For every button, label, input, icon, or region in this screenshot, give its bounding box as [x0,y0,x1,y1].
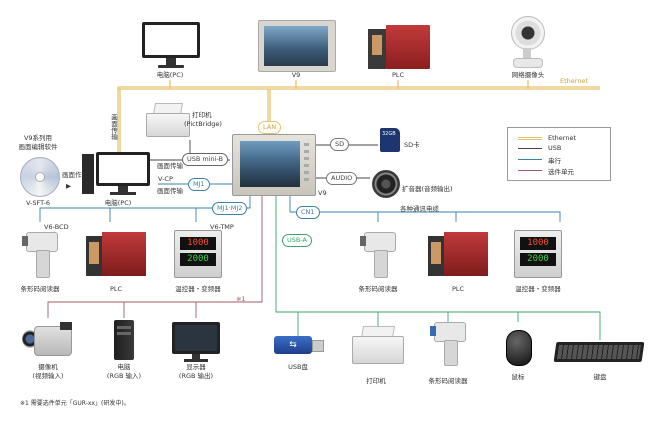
usb-mini-tag: USB mini-B [182,153,229,166]
top-pc-icon [142,22,200,72]
printer-bottom-label: 打印机 [366,377,386,385]
barcode-bottom-label: 条形码阅读器 [428,377,468,385]
keyboard-label: 键盘 [593,373,607,381]
center-v9-icon [232,134,316,196]
sd-label: SD卡 [404,141,420,149]
transfer-label-1: 画面传输 [157,162,183,170]
serial-lines [39,183,561,222]
temp-controller-right-icon: 1000 2000 [514,230,562,278]
top-v9-icon [258,20,336,72]
display-label-1: 显示器 [186,363,206,371]
cd-icon [20,157,60,197]
v6-tmp-label: V6-TMP [210,223,234,231]
option-lines [47,196,263,318]
speaker-label: 扩音器(音频输出) [402,185,453,193]
mj1-tag: MJ1 [188,178,210,191]
temp-left-label: 温控器・变频器 [175,285,221,293]
v6-bcd-label: V6-BCD [44,223,69,231]
usb-a-lines [275,196,601,340]
barcode-scanner-bottom-icon [428,322,468,366]
webcam-icon [505,16,549,68]
usb-a-tag: USB-A [282,234,312,247]
mouse-label: 鼠标 [511,373,525,381]
vertical-transfer-label: 画面传输 [109,114,118,140]
arrow-icon: ▶ [66,182,71,190]
software-title-2: 画面编辑软件 [18,143,58,151]
display-monitor-icon [172,322,220,362]
transfer-label-2: 画面传输 [157,187,183,195]
vcp-label: V-CP [158,175,173,183]
note-mark: ※1 [236,295,246,303]
top-plc-label: PLC [391,71,405,79]
screen-create-label: 画面作成 [62,171,88,179]
top-v9-label: V9 [291,71,301,79]
barcode-left-label: 条形码阅读器 [20,285,60,293]
camcorder-label-2: (视频输入) [32,372,64,380]
printer-top-icon [146,103,190,137]
mj1mj2-tag: MJ1·MJ2 [212,202,248,215]
plc-left-label: PLC [109,285,123,293]
barcode-scanner-right-icon [358,232,398,278]
legend: Ethernet USB 串行 选件单元 [507,127,611,181]
software-name: V-SFT-6 [25,199,51,207]
temp-controller-left-icon: 1000 2000 [174,230,222,278]
center-v9-label: V9 [318,189,327,197]
plc-right-label: PLC [451,285,465,293]
left-pc-label: 电脑(PC) [104,199,132,207]
top-plc-icon [368,25,430,69]
left-pc-icon [82,152,154,198]
printer-top-label-1: 打印机 [192,111,212,119]
temp-right-label: 温控器・变频器 [515,285,561,293]
webcam-label: 网络摄像头 [511,71,545,79]
printer-bottom-icon [352,326,404,364]
printer-top-label-2: (PictBridge) [184,120,222,128]
display-label-2: (RGB 输出) [178,372,214,380]
comms-cable-label: 各种通讯电缆 [400,205,439,213]
keyboard-icon [553,342,645,362]
plc-right-icon [428,232,488,276]
pc-tower-icon [114,320,134,360]
camcorder-label-1: 摄像机 [38,363,58,371]
ethernet-label: Ethernet [560,77,588,85]
cn1-tag: CN1 [296,206,320,219]
sd-tag: SD [330,138,350,151]
speaker-icon [372,170,400,198]
usb-stick-icon: ⇆ [274,336,324,354]
software-title-1: V9系列用 [23,134,53,142]
top-pc-label: 电脑(PC) [156,71,184,79]
audio-tag: AUDIO [326,172,358,185]
pc-tower-label-2: (RGB 输入) [106,372,142,380]
camcorder-icon [22,322,74,358]
barcode-scanner-left-icon [20,232,60,278]
sd-card-icon: 32GB [380,128,400,152]
mouse-icon [506,330,532,366]
footnote: ※1 需要选件单元「GUR-xx」(研发中)。 [20,400,130,407]
usb-stick-label: USB盘 [288,363,308,371]
lan-tag: LAN [258,121,282,134]
barcode-right-label: 条形码阅读器 [358,285,398,293]
pc-tower-label-1: 电脑 [117,363,131,371]
plc-left-icon [86,232,146,276]
